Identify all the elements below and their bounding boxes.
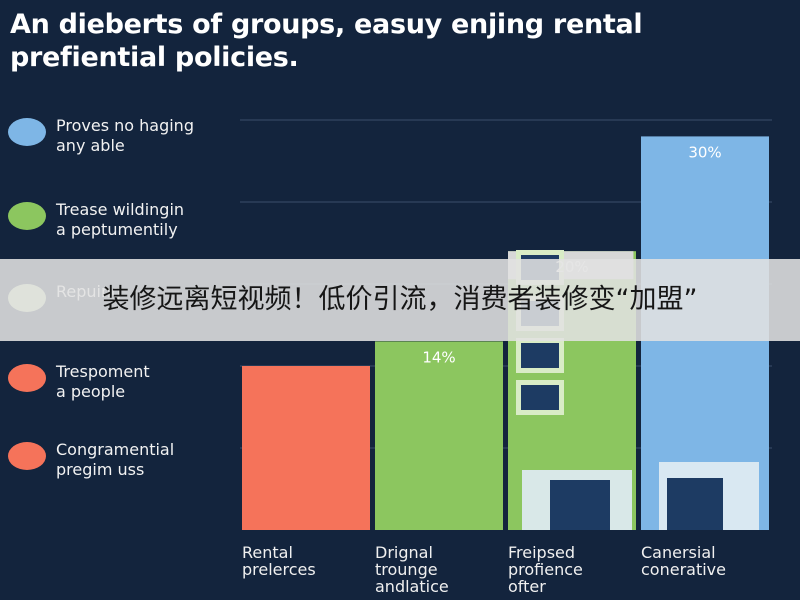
building-door: [667, 478, 723, 530]
x-tick-label: Freipsed: [508, 543, 575, 562]
x-tick-label: Canersial: [641, 543, 716, 562]
x-tick-label: andlatice: [375, 577, 449, 596]
data-label-2: 14%: [422, 348, 455, 366]
building-window: [521, 385, 559, 410]
data-label-4: 30%: [688, 143, 721, 161]
x-tick-label: trounge: [375, 560, 438, 579]
bar-2: [375, 341, 503, 530]
x-tick-label: Drignal: [375, 543, 433, 562]
bar-1: [242, 366, 370, 530]
building-window: [521, 343, 559, 368]
building-door: [550, 480, 610, 530]
legend-swatch: [8, 442, 46, 470]
legend-swatch: [8, 202, 46, 230]
chart-title: An dieberts of groups, easuy enjing rent…: [10, 9, 643, 73]
overlay-banner: 装修远离短视频！低价引流，消费者装修变“加盟”: [0, 259, 800, 341]
x-tick-label: prelerces: [242, 560, 316, 579]
legend-swatch: [8, 364, 46, 392]
x-tick-label: conerative: [641, 560, 726, 579]
x-tick-label: profience: [508, 560, 583, 579]
x-tick-label: Rental: [242, 543, 293, 562]
legend-swatch: [8, 118, 46, 146]
banner-text: 装修远离短视频！低价引流，消费者装修变“加盟”: [102, 284, 698, 315]
x-tick-label: ofter: [508, 577, 546, 596]
